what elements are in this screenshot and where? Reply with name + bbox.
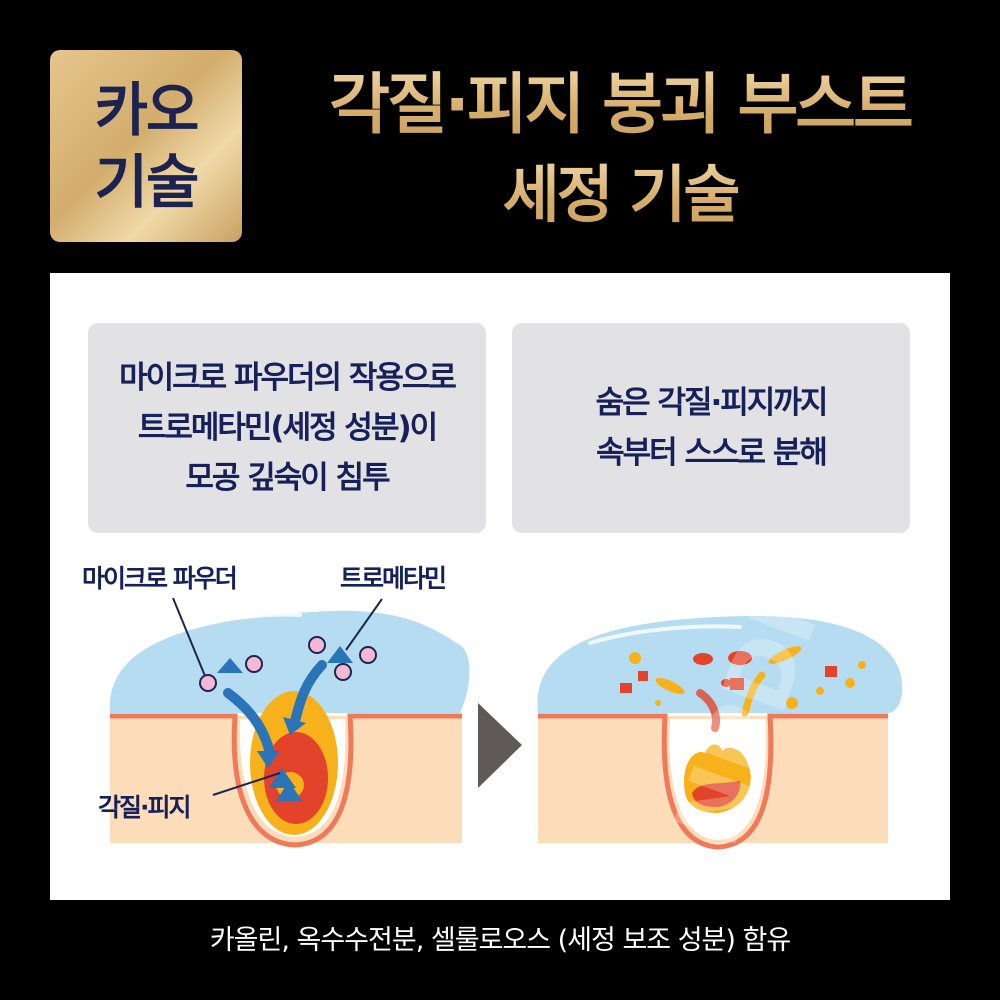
- after-illustration: [537, 615, 903, 850]
- step-2-line: 속부터 스스로 분해: [596, 435, 828, 471]
- before-illustration: [109, 597, 470, 848]
- step-1-line: 트로메타민(세정 성분)이: [137, 410, 438, 446]
- headline: 각질·피지 붕괴 부스트: [250, 60, 990, 150]
- label-tromethamine: 트로메타민: [340, 564, 447, 593]
- ingredients-footnote: 카올린, 옥수수전분, 셀룰로오스 (세정 보조 성분) 함유: [209, 925, 791, 956]
- label-sebum: 각질·피지: [98, 793, 191, 822]
- headline-sub: 세정 기술: [250, 150, 990, 240]
- pore-cleansing-illustration: [109, 597, 903, 850]
- step-1-line: 모공 깊숙이 침투: [185, 460, 390, 496]
- label-micro-powder: 마이크로 파우더: [82, 564, 238, 593]
- step-1-line: 마이크로 파우더의 작용으로: [119, 360, 457, 396]
- next-step-arrow: [478, 703, 522, 788]
- kao-technology-badge: 카오 기술: [50, 50, 242, 242]
- step-1-description: 마이크로 파우더의 작용으로 트로메타민(세정 성분)이 모공 깊숙이 침투: [88, 323, 486, 533]
- step-2-line: 숨은 각질·피지까지: [595, 385, 829, 421]
- step-2-description: 숨은 각질·피지까지 속부터 스스로 분해: [512, 323, 910, 533]
- badge-line-2: 기술: [94, 148, 200, 216]
- diagram-panel: 마이크로 파우더의 작용으로 트로메타민(세정 성분)이 모공 깊숙이 침투 숨…: [50, 273, 950, 900]
- badge-line-1: 카오: [94, 76, 200, 144]
